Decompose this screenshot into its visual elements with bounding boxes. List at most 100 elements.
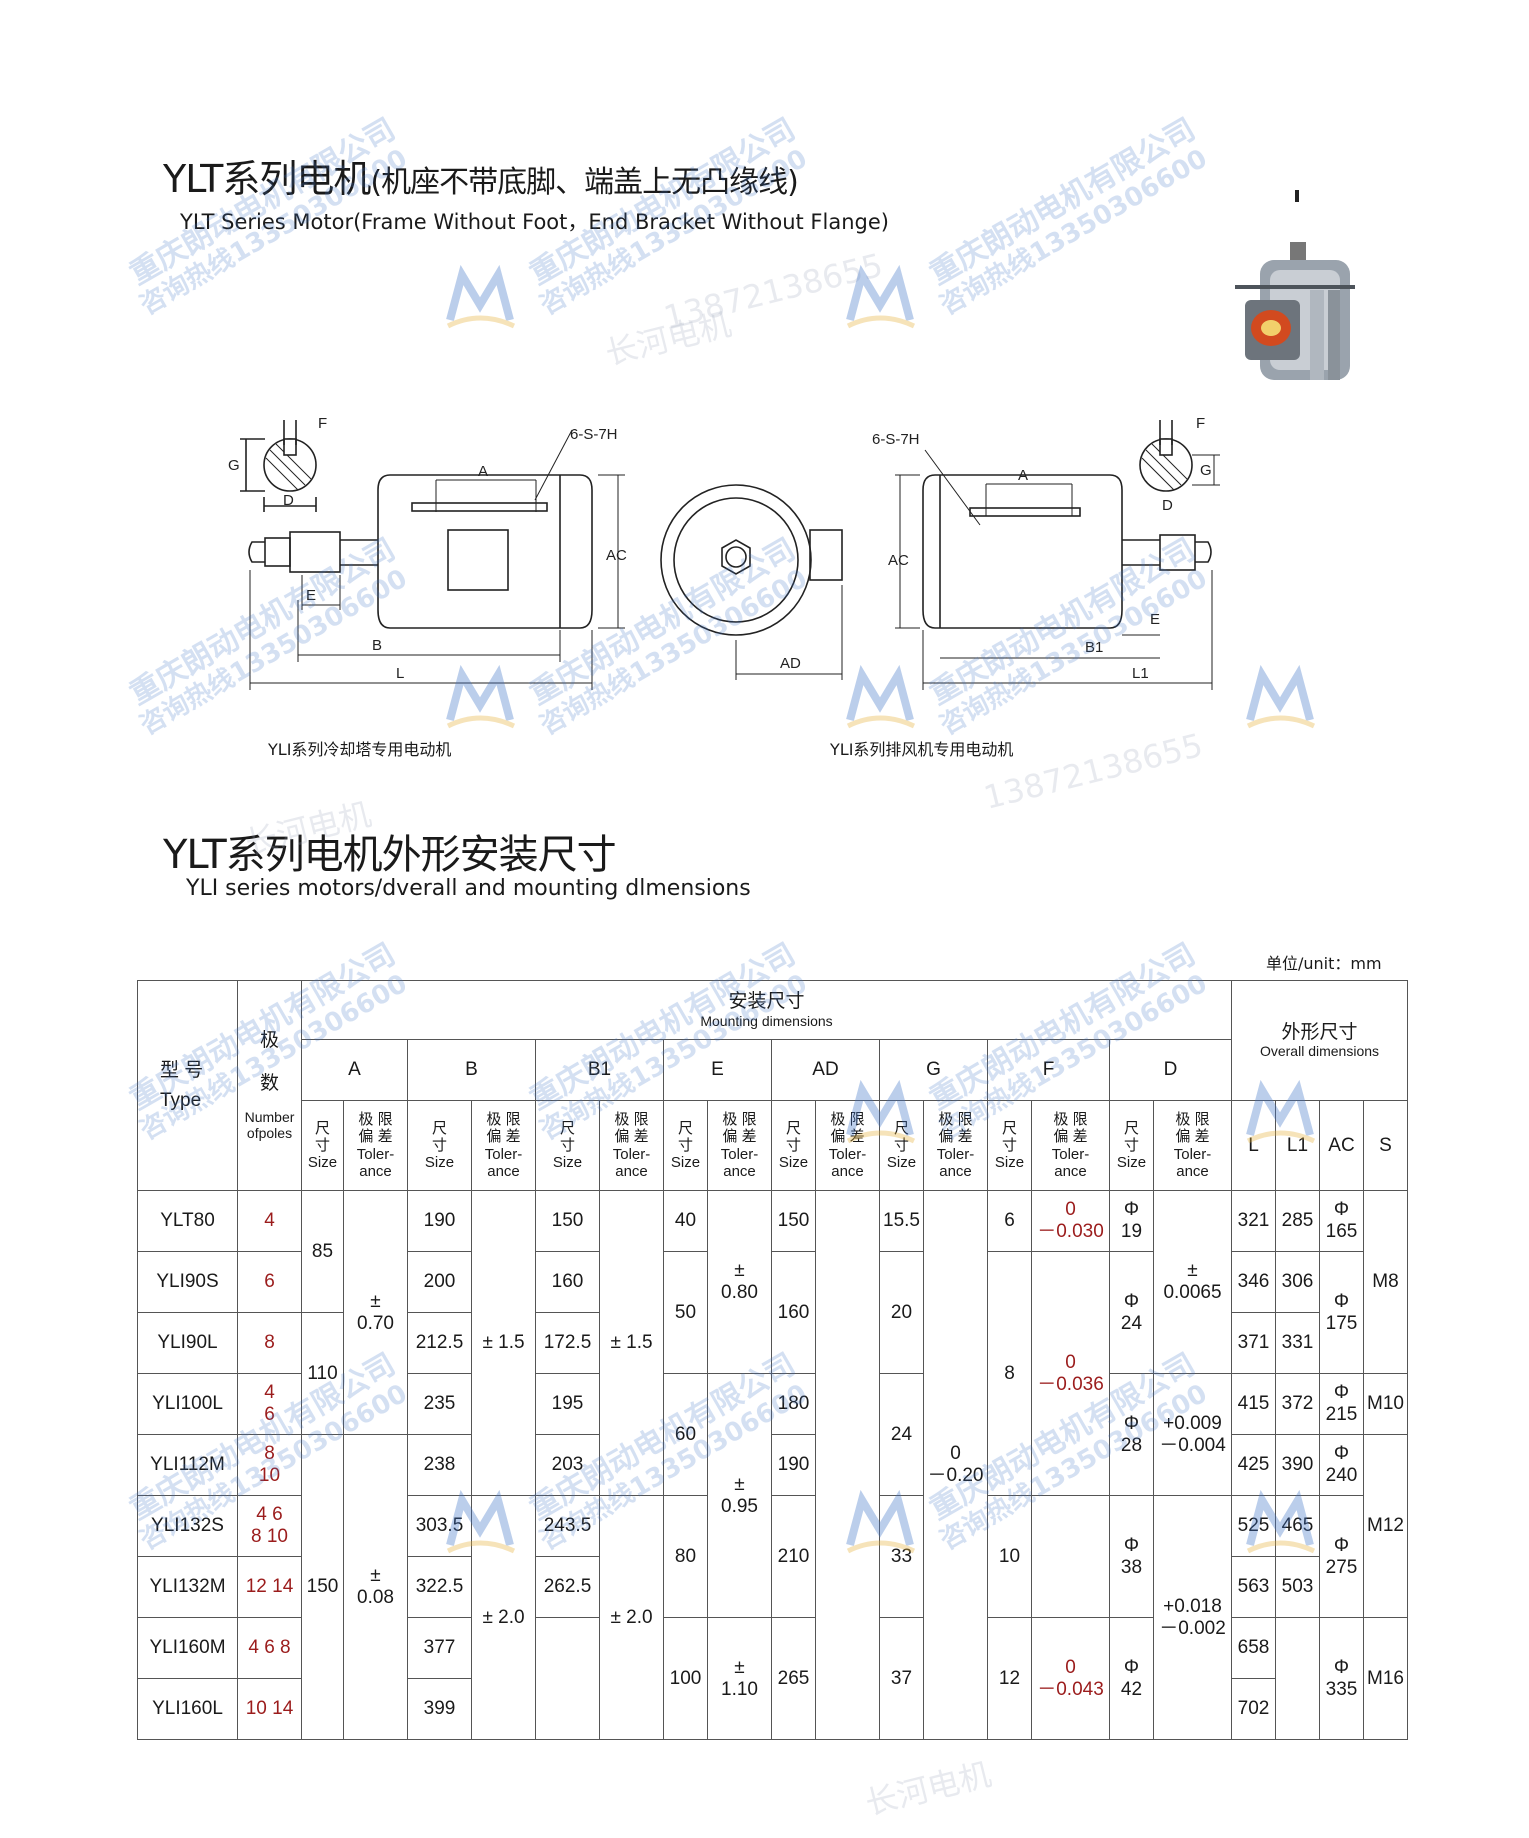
a-size: 150 <box>301 1434 344 1740</box>
group-b: B <box>407 1039 536 1101</box>
f-size: 6 <box>987 1190 1032 1252</box>
label-ad: AD <box>780 655 801 672</box>
table-row: YLT80 4 85 ±0.70 190 ± 1.5 150 ± 1.5 40 … <box>137 1190 1408 1740</box>
type-cell: YLI132M <box>137 1556 238 1618</box>
col-l1: L1 <box>1275 1100 1320 1191</box>
s-value: M10 <box>1363 1373 1408 1435</box>
l-value: 658 <box>1231 1617 1276 1679</box>
label-a-left: A <box>478 463 488 480</box>
ad-size: 180 <box>771 1373 816 1435</box>
watermark-faint: 长河电机 <box>601 304 735 373</box>
e-tolerance: ±0.80 <box>707 1190 772 1374</box>
f-tolerance: 0－0.030 <box>1031 1190 1110 1252</box>
label-b1-right: B1 <box>1085 639 1103 656</box>
a-tolerance: ±0.08 <box>343 1434 408 1740</box>
group-b1: B1 <box>535 1039 664 1101</box>
b-size: 212.5 <box>407 1312 472 1374</box>
title-subtitle: (机座不带底脚、端盖上无凸缘线) <box>370 165 798 200</box>
type-header: 型 号 Type <box>137 980 238 1191</box>
type-cell: YLT80 <box>137 1190 238 1252</box>
group-e: E <box>663 1039 772 1101</box>
b-size: 238 <box>407 1434 472 1496</box>
g-tolerance: 0－0.20 <box>923 1190 988 1740</box>
page-title: YLT系列电机(机座不带底脚、端盖上无凸缘线) <box>163 148 799 203</box>
b-size: 190 <box>407 1190 472 1252</box>
label-e-right: E <box>1150 611 1160 628</box>
label-l1-right: L1 <box>1132 665 1149 682</box>
right-motor-view <box>895 420 1220 690</box>
b-size: 377 <box>407 1617 472 1679</box>
b1-size: 203 <box>535 1434 600 1496</box>
d-tolerance: +0.009－0.004 <box>1153 1373 1232 1496</box>
l-value: 702 <box>1231 1678 1276 1740</box>
l1-value: 372 <box>1275 1373 1320 1435</box>
b-size: 235 <box>407 1373 472 1435</box>
type-cell: YLI90S <box>137 1251 238 1313</box>
ad-tolerance <box>815 1190 880 1740</box>
label-f-right: F <box>1196 415 1205 432</box>
a-tolerance: ±0.70 <box>343 1190 408 1435</box>
e-size: 100 <box>663 1617 708 1740</box>
e-size: 80 <box>663 1495 708 1618</box>
label-d-left: D <box>283 492 294 509</box>
l-value: 321 <box>1231 1190 1276 1252</box>
s-value: M12 <box>1363 1434 1408 1618</box>
label-a-right: A <box>1018 467 1028 484</box>
title-main-text: YLT系列电机 <box>163 157 371 201</box>
type-cell: YLI112M <box>137 1434 238 1496</box>
e-size: 60 <box>663 1373 708 1496</box>
f-tolerance: 0－0.036 <box>1031 1251 1110 1496</box>
type-cell: YLI160M <box>137 1617 238 1679</box>
group-d: D <box>1109 1039 1232 1101</box>
label-g-right: G <box>1200 462 1212 479</box>
title-english: YLT Series Motor(Frame Without Foot，End … <box>180 210 889 234</box>
ad-size: 150 <box>771 1190 816 1252</box>
b1-size: 172.5 <box>535 1312 600 1374</box>
f-size: 12 <box>987 1617 1032 1740</box>
l-value: 415 <box>1231 1373 1276 1435</box>
label-f-left: F <box>318 415 327 432</box>
b1-size: 195 <box>535 1373 600 1435</box>
label-ac-right: AC <box>888 552 909 569</box>
section-title-english: YLI series motors/dverall and mounting d… <box>186 876 751 901</box>
d-tolerance: ±0.0065 <box>1153 1190 1232 1374</box>
b-tolerance: ± 1.5 <box>471 1190 536 1496</box>
label-g-left: G <box>228 457 240 474</box>
ad-size: 265 <box>771 1617 816 1740</box>
e-tolerance: ±1.10 <box>707 1617 772 1740</box>
b-tolerance: ± 2.0 <box>471 1495 536 1740</box>
a-size: 110 <box>301 1312 344 1435</box>
motor-drawing: F G D A 6-S-7H AC E B L AD 6-S-7H A F G … <box>228 415 1220 690</box>
caption-right: YLI系列排风机专用电动机 <box>830 740 1014 759</box>
b1-size: 150 <box>535 1190 600 1252</box>
b1-size: 160 <box>535 1251 600 1313</box>
type-cell: YLI100L <box>137 1373 238 1435</box>
b-size: 399 <box>407 1678 472 1740</box>
l1-value: 331 <box>1275 1312 1320 1374</box>
b-size: 322.5 <box>407 1556 472 1618</box>
label-ac-left: AC <box>606 547 627 564</box>
caption-left: YLI系列冷却塔专用电动机 <box>268 740 452 759</box>
e-size: 50 <box>663 1251 708 1374</box>
a-size: 85 <box>301 1190 344 1313</box>
watermark-text: 咨询热线13350306600 <box>935 143 1213 322</box>
l1-value: 285 <box>1275 1190 1320 1252</box>
f-size: 10 <box>987 1495 1032 1618</box>
group-g: G <box>879 1039 988 1101</box>
